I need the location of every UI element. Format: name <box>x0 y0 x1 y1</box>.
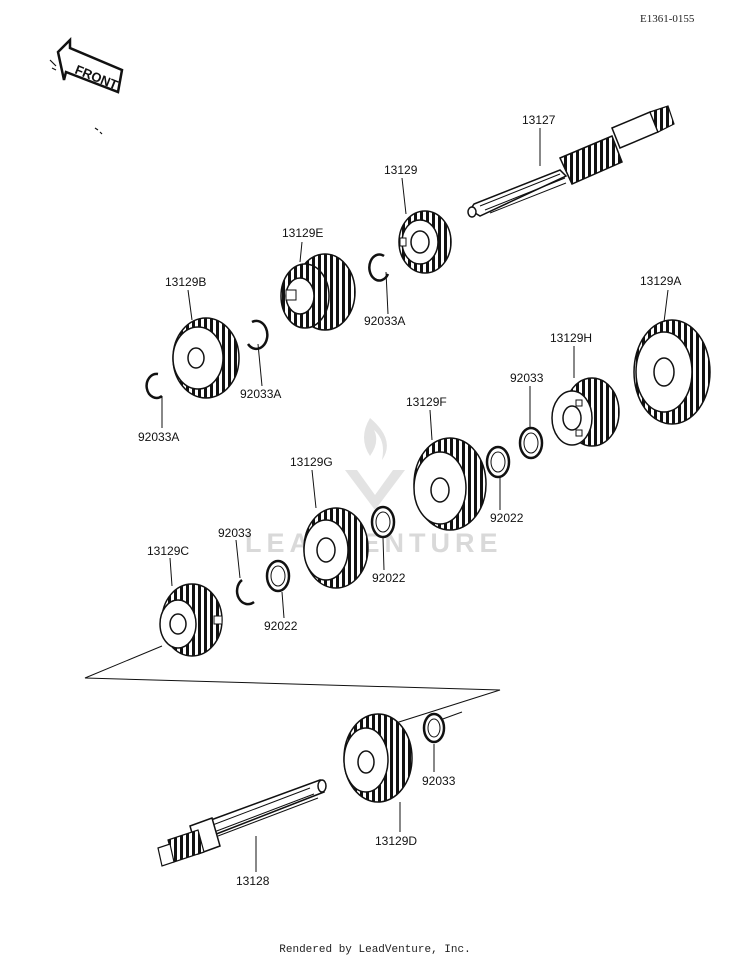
label-92022-lower: 92022 <box>264 619 298 633</box>
circlip-92033A-middle <box>246 319 269 351</box>
label-13129G: 13129G <box>290 455 333 469</box>
label-92033-middle: 92033 <box>218 526 252 540</box>
footer-credit: Rendered by LeadVenture, Inc. <box>279 944 471 956</box>
washer-92022-middle <box>370 505 396 539</box>
label-13129B: 13129B <box>165 275 206 289</box>
gear-13129H <box>551 377 620 447</box>
gear-13129G <box>303 507 369 589</box>
label-13129F: 13129F <box>406 395 447 409</box>
shaft-13128 <box>157 779 327 867</box>
label-92033-upper: 92033 <box>510 371 544 385</box>
label-13129H: 13129H <box>550 331 592 345</box>
watermark: LEADVENTURE <box>245 418 503 558</box>
label-92033A-lower: 92033A <box>138 430 179 444</box>
label-13128: 13128 <box>236 874 270 888</box>
gear-13129 <box>398 210 452 274</box>
label-13129E: 13129E <box>282 226 323 240</box>
washer-92022-upper <box>485 445 511 479</box>
label-13127: 13127 <box>522 113 556 127</box>
stray-marks <box>49 59 103 135</box>
watermark-text: LEADVENTURE <box>245 528 503 558</box>
circlip-92033-lower <box>422 712 446 744</box>
label-13129A: 13129A <box>640 274 681 288</box>
gear-13129C <box>159 583 223 657</box>
label-92022-middle: 92022 <box>372 571 406 585</box>
circlip-92033A-lower <box>145 372 163 400</box>
label-92033-lower: 92033 <box>422 774 456 788</box>
gear-13129E <box>280 253 356 331</box>
label-13129C: 13129C <box>147 544 189 558</box>
label-92022-upper: 92022 <box>490 511 524 525</box>
label-13129D: 13129D <box>375 834 417 848</box>
label-92033A-middle: 92033A <box>240 387 281 401</box>
circlip-92033-middle <box>235 579 255 606</box>
shaft-13127 <box>467 105 675 218</box>
gear-13129D <box>343 713 413 803</box>
washer-92022-lower <box>265 559 291 593</box>
label-13129: 13129 <box>384 163 418 177</box>
gear-13129B <box>172 317 240 399</box>
gear-13129F <box>413 437 487 531</box>
washer-92033-upper <box>518 426 544 460</box>
front-arrow-icon: FRONT <box>56 36 124 94</box>
circlip-92033A-upper <box>368 253 390 282</box>
gear-13129A <box>633 319 711 425</box>
assembly-leader-line <box>84 645 501 729</box>
part-leader-lines <box>161 128 669 872</box>
label-92033A-upper: 92033A <box>364 314 405 328</box>
diagram-code: E1361-0155 <box>640 13 695 25</box>
